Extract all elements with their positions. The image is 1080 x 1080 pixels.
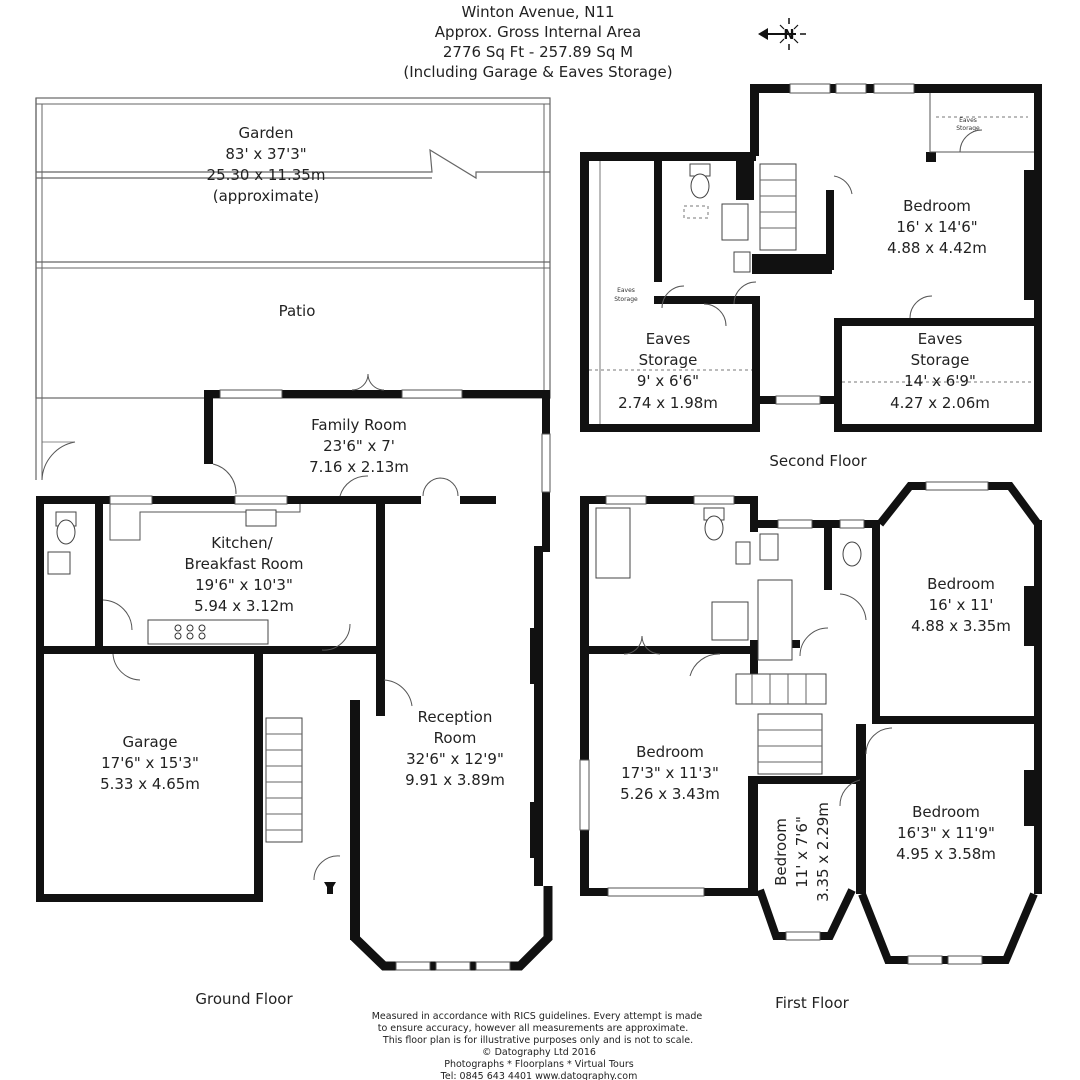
eaves-right-name-line2: Storage [911,351,970,369]
bedroom-2f-metric: 4.88 x 4.42m [887,239,987,257]
bedroom-1f-right-bottom-metric: 4.95 x 3.58m [896,845,996,863]
eaves-left-imperial: 9' x 6'6" [637,372,699,390]
header-area-note: (Including Garage & Eaves Storage) [403,63,672,81]
footer-services: Photographs * Floorplans * Virtual Tours [444,1059,634,1070]
bedroom-1f-left-name: Bedroom [636,743,704,761]
footer-copyright: © Datography Ltd 2016 [482,1047,596,1058]
family-room-metric: 7.16 x 2.13m [309,458,409,476]
second-floor-plan: Eaves Storage Eaves Storage [580,83,1042,432]
kitchen-name-line1: Kitchen/ [211,534,273,552]
eaves-left-metric: 2.74 x 1.98m [618,394,718,412]
bedroom-1f-right-bottom-imperial: 16'3" x 11'9" [897,824,995,842]
bedroom-1f-right-bottom-label: Bedroom 16'3" x 11'9" 4.95 x 3.58m [896,803,996,863]
eaves-right-metric: 4.27 x 2.06m [890,394,990,412]
garden-note: (approximate) [213,187,319,205]
family-room-imperial: 23'6" x 7' [323,437,395,455]
bedroom-1f-right-bottom-name: Bedroom [912,803,980,821]
bedroom-1f-left-metric: 5.26 x 3.43m [620,785,720,803]
garden-name: Garden [239,124,294,142]
bedroom-2f-name: Bedroom [903,197,971,215]
reception-imperial: 32'6" x 12'9" [406,750,504,768]
bedroom-2f-imperial: 16' x 14'6" [896,218,977,236]
bedroom-1f-left-label: Bedroom 17'3" x 11'3" 5.26 x 3.43m [620,743,720,803]
footer-line1: Measured in accordance with RICS guideli… [372,1011,703,1022]
reception-label: Reception Room 32'6" x 12'9" 9.91 x 3.89… [405,708,505,789]
bedroom-1f-small-metric: 3.35 x 2.29m [814,802,832,902]
bedroom-1f-left-imperial: 17'3" x 11'3" [621,764,719,782]
eaves-right-label: Eaves Storage 14' x 6'9" 4.27 x 2.06m [890,330,990,412]
first-floor-plan [579,481,1042,965]
kitchen-imperial: 19'6" x 10'3" [195,576,293,594]
garage-imperial: 17'6" x 15'3" [101,754,199,772]
garden-label: Garden 83' x 37'3" 25.30 x 11.35m (appro… [207,124,326,205]
kitchen-metric: 5.94 x 3.12m [194,597,294,615]
compass-label: N [784,28,795,43]
eaves-small-a-line1: Eaves [959,117,977,124]
ground-floor-plan [36,373,553,971]
footer-disclaimer: Measured in accordance with RICS guideli… [372,1011,703,1080]
kitchen-label: Kitchen/ Breakfast Room 19'6" x 10'3" 5.… [185,534,304,615]
footer-line3: This floor plan is for illustrative purp… [382,1035,693,1046]
reception-name-line2: Room [434,729,477,747]
garden-imperial: 83' x 37'3" [225,145,306,163]
eaves-left-label: Eaves Storage 9' x 6'6" 2.74 x 1.98m [618,330,718,412]
patio-label: Patio [279,302,316,320]
garden-area [35,97,551,481]
reception-name-line1: Reception [418,708,493,726]
bedroom-1f-small-label: Bedroom 11' x 7'6" 3.35 x 2.29m [772,802,832,902]
bedroom-2f-label: Bedroom 16' x 14'6" 4.88 x 4.42m [887,197,987,257]
footer-contact: Tel: 0845 643 4401 www.datography.com [440,1071,638,1080]
garage-label: Garage 17'6" x 15'3" 5.33 x 4.65m [100,733,200,793]
ground-floor-label: Ground Floor [195,990,293,1008]
eaves-small-b-line2: Storage [614,296,638,303]
eaves-small-b-line1: Eaves [617,287,635,294]
garage-name: Garage [123,733,178,751]
bedroom-1f-right-top-label: Bedroom 16' x 11' 4.88 x 3.35m [911,575,1011,635]
family-room-name: Family Room [311,416,407,434]
eaves-small-a-line2: Storage [956,125,980,132]
bedroom-1f-small-name: Bedroom [772,818,790,886]
eaves-right-name-line1: Eaves [918,330,963,348]
eaves-left-name-line1: Eaves [646,330,691,348]
footer-line2: to ensure accuracy, however all measurem… [378,1023,688,1034]
kitchen-name-line2: Breakfast Room [185,555,304,573]
garage-metric: 5.33 x 4.65m [100,775,200,793]
compass-icon: N [758,18,806,50]
bedroom-1f-right-top-name: Bedroom [927,575,995,593]
family-room-label: Family Room 23'6" x 7' 7.16 x 2.13m [309,416,409,476]
bedroom-1f-right-top-metric: 4.88 x 3.35m [911,617,1011,635]
bedroom-1f-right-top-imperial: 16' x 11' [929,596,994,614]
header-area-label: Approx. Gross Internal Area [435,23,641,41]
first-floor-label: First Floor [775,994,849,1012]
eaves-left-name-line2: Storage [639,351,698,369]
second-floor-label: Second Floor [769,452,867,470]
eaves-right-imperial: 14' x 6'9" [904,372,976,390]
reception-metric: 9.91 x 3.89m [405,771,505,789]
header: Winton Avenue, N11 Approx. Gross Interna… [403,3,672,81]
header-title: Winton Avenue, N11 [461,3,614,21]
bedroom-1f-small-imperial: 11' x 7'6" [793,816,811,888]
garden-metric: 25.30 x 11.35m [207,166,326,184]
header-area-value: 2776 Sq Ft - 257.89 Sq M [443,43,633,61]
